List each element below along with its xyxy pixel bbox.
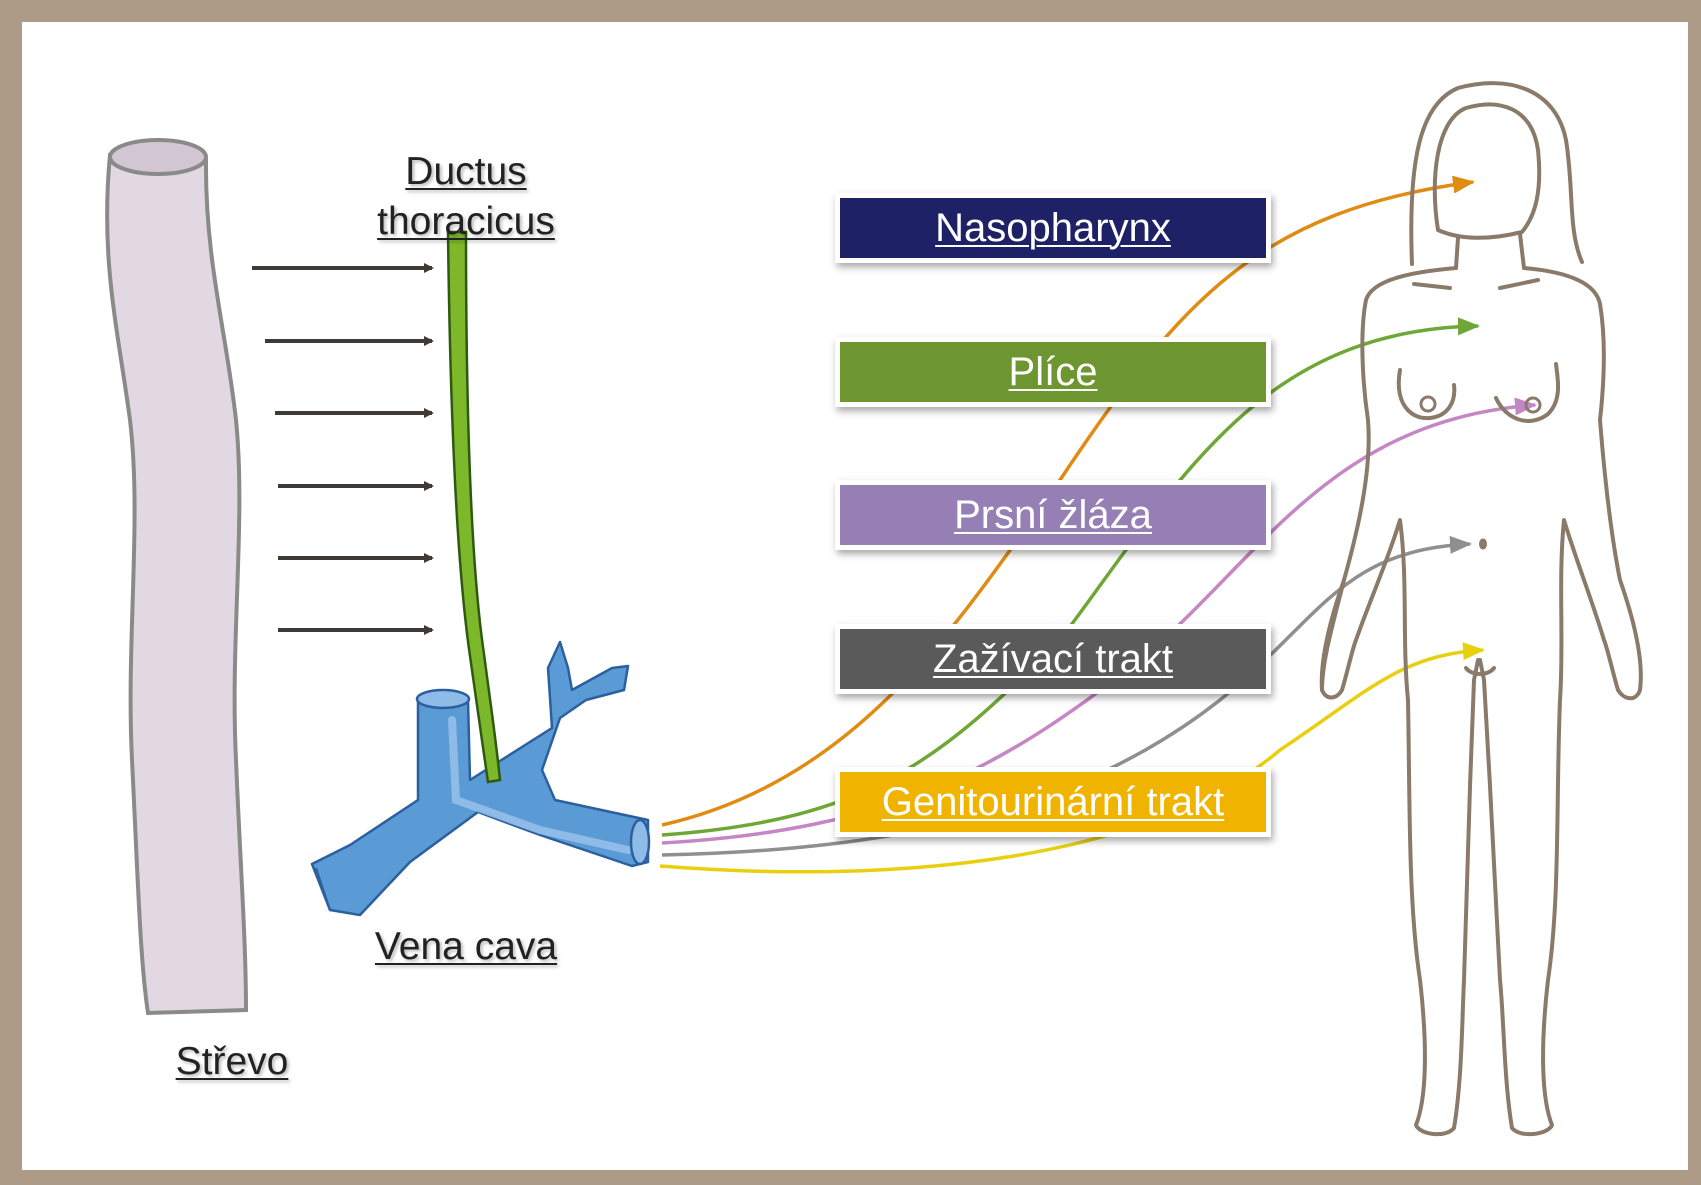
face-outline (1435, 104, 1539, 237)
human-body-outline (1322, 83, 1641, 1134)
organ-box-prsni-zlaza: Prsní žláza (835, 480, 1271, 550)
organ-box-genitourinarni-trakt: Genitourinární trakt (835, 767, 1271, 837)
breast-right-outline (1496, 364, 1558, 421)
organ-box-plice: Plíce (835, 337, 1271, 407)
body-right-outline (1480, 268, 1641, 1134)
organ-box-nasopharynx: Nasopharynx (835, 193, 1271, 263)
absorption-arrows (252, 268, 432, 630)
ductus-label-line1: Ductus (366, 147, 566, 197)
intestine-tube (107, 140, 246, 1013)
ductus-thoracicus-label: Ductus thoracicus (366, 147, 566, 247)
organ-box-zazivaci-trakt: Zažívací trakt (835, 624, 1271, 694)
vena-cava-label: Vena cava (356, 922, 576, 972)
ductus-label-line2: thoracicus (366, 197, 566, 247)
strevo-label: Střevo (152, 1037, 312, 1087)
nipple-left (1421, 397, 1435, 411)
collarbone-outline (1414, 280, 1538, 288)
navel (1481, 540, 1486, 548)
